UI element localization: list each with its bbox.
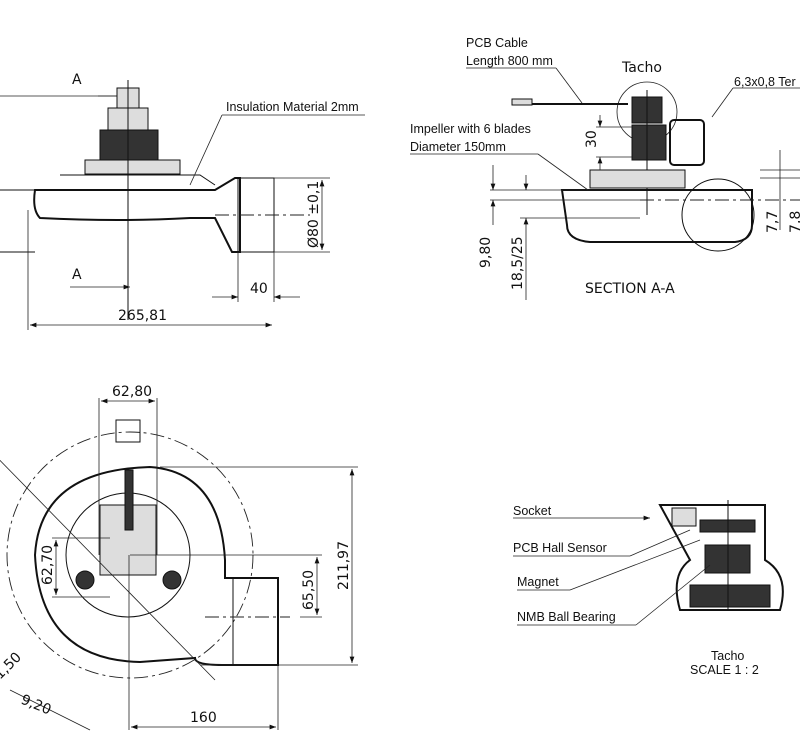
dim-9-80: 9,80 <box>478 237 494 268</box>
connector <box>115 419 141 443</box>
impeller-diameter-label: Diameter 150mm <box>410 140 506 154</box>
magnet-label: Magnet <box>517 575 559 589</box>
capacitor <box>669 119 705 166</box>
dim-62-70: 62,70 <box>40 545 56 585</box>
bearing-label: NMB Ball Bearing <box>517 610 616 624</box>
dim-62-80: 62,80 <box>112 384 152 400</box>
dim-211-97: 211,97 <box>336 541 352 590</box>
dim-7-7: 7,7 <box>765 211 781 233</box>
dim-65-50: 65,50 <box>301 570 317 610</box>
section-title: SECTION A-A <box>585 281 675 297</box>
volute-housing <box>33 465 279 666</box>
outlet-length-dim: 40 <box>250 281 268 297</box>
pcb-cable-length-label: Length 800 mm <box>466 54 553 68</box>
dim-160: 160 <box>190 710 217 726</box>
tacho-label: Tacho <box>621 60 662 76</box>
section-a-a: PCB Cable Length 800 mm Tacho 6,3x0,8 Te… <box>410 36 800 300</box>
pcb-cable-label: PCB Cable <box>466 36 528 50</box>
outlet-flange <box>232 577 279 666</box>
detail-housing <box>658 504 784 611</box>
motor <box>60 87 216 186</box>
impeller-label: Impeller with 6 blades <box>410 122 531 136</box>
dim-30: 30 <box>584 130 600 148</box>
overall-length-dim: 265,81 <box>118 308 167 324</box>
dim-18-5-25: 18,5/25 <box>510 236 526 290</box>
section-marker-top: A <box>72 72 82 88</box>
socket-label: Socket <box>513 504 552 518</box>
dim-7-8: 7,8 <box>788 211 800 233</box>
detail-scale: SCALE 1 : 2 <box>690 663 759 677</box>
blower-housing <box>33 177 241 253</box>
tacho-detail: Socket PCB Hall Sensor Magnet NMB Ball B… <box>513 500 784 677</box>
terminal-label: 6,3x0,8 Ter <box>734 75 796 89</box>
dim-1-50: 1,50 <box>0 649 25 682</box>
outlet-diameter-dim: Ø80 ±0,1 <box>306 181 322 248</box>
hall-sensor-label: PCB Hall Sensor <box>513 541 607 555</box>
insulation-label: Insulation Material 2mm <box>226 100 359 114</box>
section-marker-bottom: A <box>72 267 82 283</box>
section-housing <box>560 189 753 243</box>
dim-9-20: 9,20 <box>19 692 54 719</box>
top-view: A A Insulation Material 2mm Ø80 ±0,1 <box>0 72 365 330</box>
front-view: 62,80 62,70 65,50 211,97 160 9,20 1,50 <box>0 384 358 731</box>
detail-title: Tacho <box>711 649 744 663</box>
